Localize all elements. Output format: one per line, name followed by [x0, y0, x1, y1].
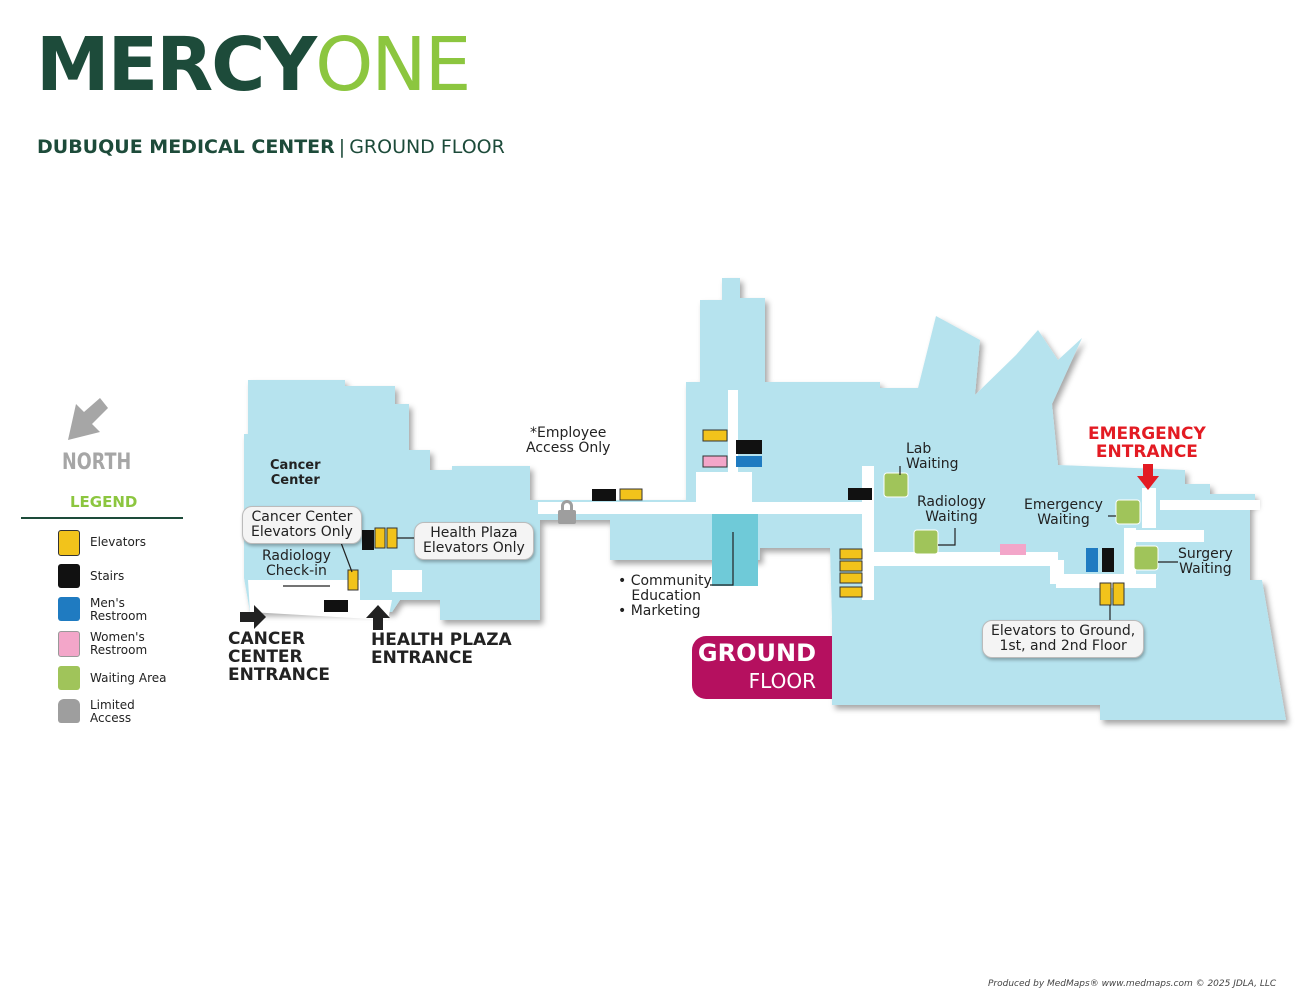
womens-restroom-icon	[58, 631, 80, 657]
waiting-area-icon	[58, 666, 80, 690]
elevator-icon	[58, 530, 80, 556]
mercyone-logo: MERCYONE	[36, 28, 471, 102]
legend-label: Men's Restroom	[90, 596, 148, 623]
building-shapes	[244, 278, 1286, 720]
cancer-center-label: Cancer Center	[270, 458, 321, 488]
legend-label: Limited Access	[90, 698, 135, 725]
emergency-entrance-label: EMERGENCY ENTRANCE	[1088, 424, 1206, 462]
map-icons	[240, 429, 1178, 630]
legend-label: Women's Restroom	[90, 630, 148, 657]
elevators-to-floors-callout: Elevators to Ground, 1st, and 2nd Floor	[982, 620, 1145, 658]
floor-badge: GROUND FLOOR	[692, 636, 832, 699]
legend-title: LEGEND	[70, 493, 138, 511]
central-connector-building	[540, 278, 1286, 720]
north-arrow-icon	[68, 398, 108, 440]
waiting-area-icon	[883, 472, 1159, 571]
logo-one-text: ONE	[315, 22, 471, 108]
legend-item-womens-restroom: Women's Restroom	[58, 631, 198, 661]
floor-badge-line2: FLOOR	[748, 669, 816, 693]
legend-item-elevators: Elevators	[58, 530, 198, 560]
stairs-icon	[324, 440, 1114, 612]
lock-icon	[558, 500, 576, 524]
health-plaza-elevators-callout: Health Plaza Elevators Only	[414, 522, 534, 560]
radiology-waiting-label: Radiology Waiting	[917, 494, 986, 525]
womens-restroom-icon	[1000, 544, 1026, 555]
legend-item-mens-restroom: Men's Restroom	[58, 597, 198, 627]
emergency-entrance-arrow-icon	[1137, 464, 1159, 490]
legend-label: Waiting Area	[90, 671, 167, 685]
legend-label: Stairs	[90, 569, 125, 583]
mens-restroom-icon	[58, 597, 80, 621]
cancer-entrance-arrow-icon	[240, 605, 266, 629]
legend-label: Elevators	[90, 535, 146, 549]
credits-footer: Produced by MedMaps® www.medmaps.com © 2…	[988, 979, 1277, 989]
title-separator: |	[338, 136, 346, 158]
emergency-waiting-label: Emergency Waiting	[1024, 497, 1103, 528]
cancer-center-building	[244, 380, 540, 620]
elevator-icon	[347, 429, 1125, 606]
mens-restroom-icon	[1086, 548, 1098, 572]
legend-item-stairs: Stairs	[58, 564, 198, 594]
legend-item-limited-access: Limited Access	[58, 699, 198, 729]
community-education-label: • Community Education • Marketing	[618, 573, 712, 619]
floor-name: GROUND FLOOR	[349, 136, 505, 158]
womens-restroom-icon	[702, 455, 728, 468]
north-label: NORTH	[62, 450, 132, 475]
cancer-center-entrance-label: CANCER CENTER ENTRANCE	[228, 629, 330, 685]
cancer-center-elevators-callout: Cancer Center Elevators Only	[242, 506, 362, 544]
employee-access-label: *Employee Access Only	[526, 425, 611, 456]
health-plaza-entrance-label: HEALTH PLAZA ENTRANCE	[371, 630, 512, 668]
legend-item-waiting-area: Waiting Area	[58, 666, 198, 696]
lab-waiting-label: Lab Waiting	[906, 441, 959, 472]
facility-name: DUBUQUE MEDICAL CENTER	[37, 136, 335, 158]
page-title: DUBUQUE MEDICAL CENTER|GROUND FLOOR	[37, 136, 505, 158]
lock-icon	[58, 699, 80, 723]
mens-restroom-icon	[736, 456, 762, 467]
health-plaza-entrance-arrow-icon	[366, 605, 390, 630]
surgery-waiting-label: Surgery Waiting	[1178, 546, 1233, 577]
community-education-room	[712, 510, 758, 586]
radiology-checkin-label: Radiology Check-in	[262, 548, 331, 579]
floor-badge-line1: GROUND	[697, 639, 816, 667]
stairs-icon	[58, 564, 80, 588]
legend-divider	[21, 517, 183, 519]
logo-mercy-text: MERCY	[36, 22, 317, 108]
